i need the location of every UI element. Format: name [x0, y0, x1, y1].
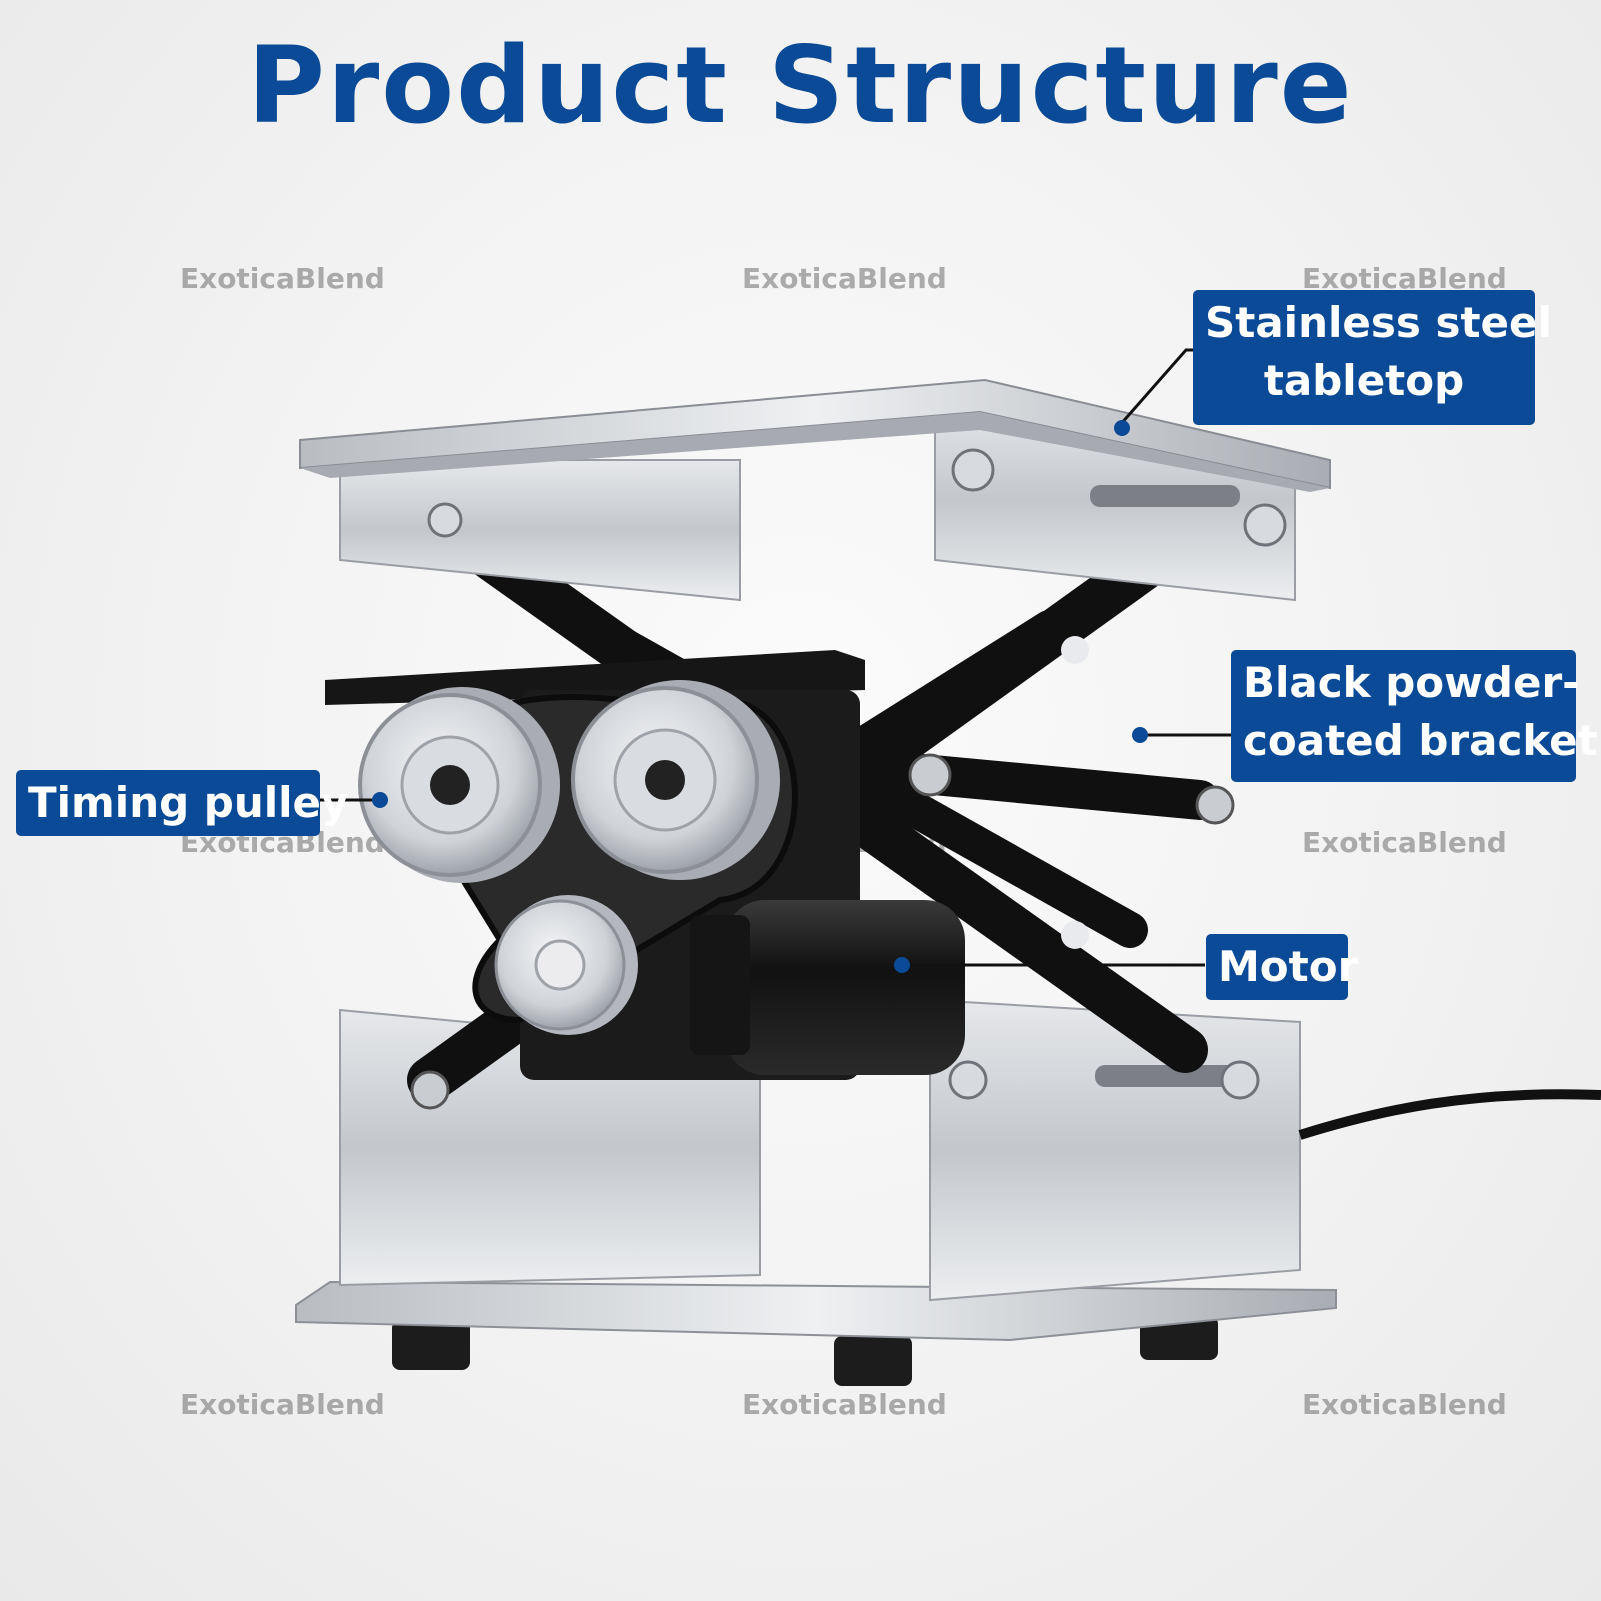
page-title: Product Structure — [247, 24, 1354, 147]
label-line: Stainless steel — [1205, 298, 1552, 347]
label-line: Black powder- — [1243, 658, 1580, 707]
watermark: ExoticaBlend — [180, 262, 385, 295]
watermark: ExoticaBlend — [742, 262, 947, 295]
leader-dots — [372, 420, 1148, 973]
label-line: Motor — [1218, 942, 1359, 991]
label-black-bracket: Black powder- coated bracket — [1231, 650, 1598, 782]
timing-pulley-left — [358, 687, 560, 883]
watermark: ExoticaBlend — [1302, 262, 1507, 295]
label-motor: Motor — [1206, 934, 1359, 1000]
watermark: ExoticaBlend — [1302, 1388, 1507, 1421]
label-line: Timing pulley — [28, 778, 349, 827]
label-stainless-tabletop: Stainless steel tabletop — [1193, 290, 1552, 425]
watermark: ExoticaBlend — [1302, 826, 1507, 859]
watermark: ExoticaBlend — [742, 1388, 947, 1421]
watermark: ExoticaBlend — [180, 1388, 385, 1421]
upper-steel-bracket — [339, 398, 1296, 602]
rubber-feet — [392, 1316, 1218, 1386]
motor-body — [690, 900, 965, 1075]
label-timing-pulley: Timing pulley — [16, 770, 349, 836]
timing-pulley-right — [571, 680, 780, 880]
label-line: coated bracket — [1243, 716, 1598, 765]
stainless-tabletop — [299, 378, 1331, 492]
small-pulley — [494, 895, 638, 1035]
power-cable — [1298, 1089, 1601, 1140]
base-plate — [295, 1280, 1337, 1342]
label-line: tabletop — [1263, 356, 1465, 405]
